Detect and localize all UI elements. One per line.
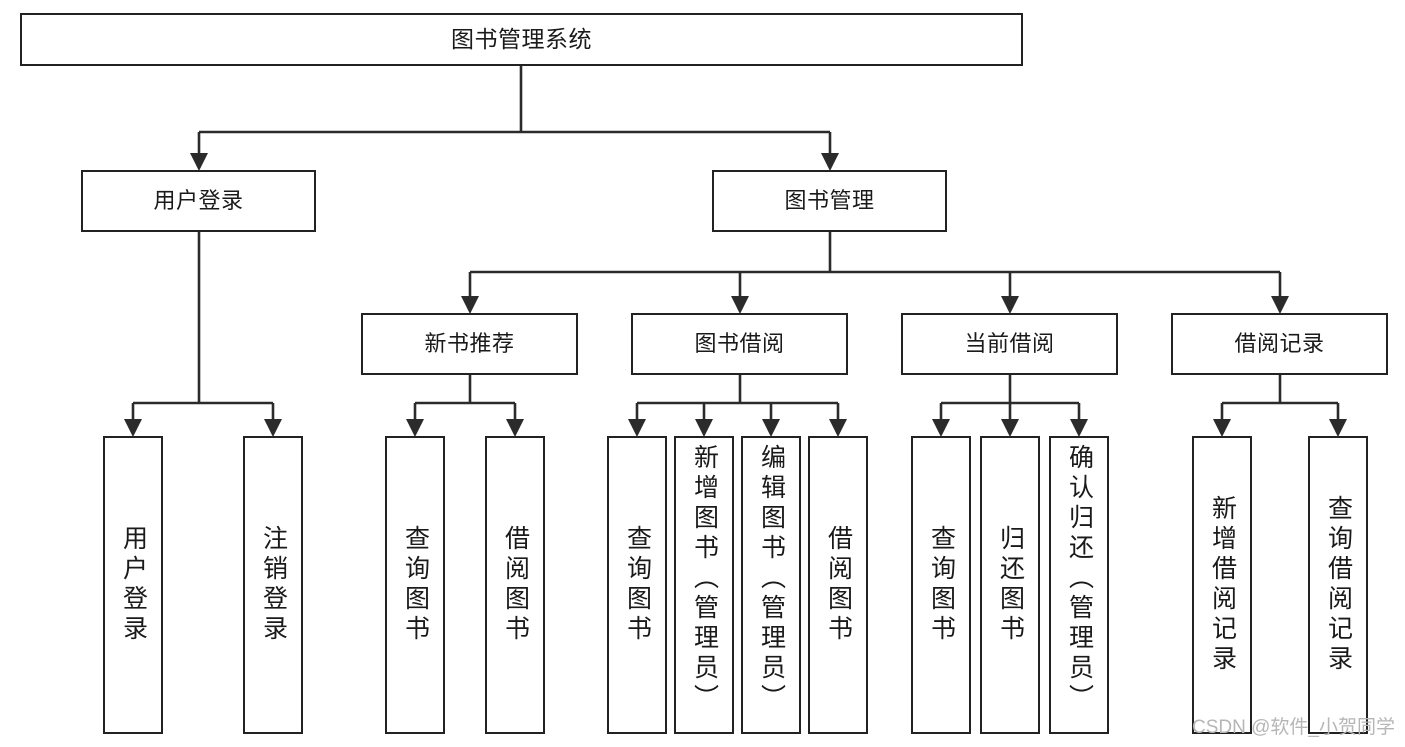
node-leaf-confirm-return-admin[interactable]: 确认归还（管理员）	[1049, 436, 1109, 734]
node-label: 归还图书	[996, 525, 1025, 645]
node-label: 查询图书	[623, 525, 652, 645]
node-label: 新增借阅记录	[1208, 495, 1237, 675]
node-borrow-record[interactable]: 借阅记录	[1171, 313, 1388, 375]
node-label: 借阅记录	[1234, 331, 1325, 357]
node-leaf-edit-book-admin[interactable]: 编辑图书（管理员）	[741, 436, 801, 734]
node-label: 图书管理系统	[451, 26, 592, 53]
node-current-borrow[interactable]: 当前借阅	[901, 313, 1118, 375]
watermark-text: CSDN @软件_小贺同学	[1192, 717, 1395, 738]
node-leaf-add-book-admin[interactable]: 新增图书（管理员）	[674, 436, 734, 734]
node-label: 新增图书（管理员）	[690, 444, 719, 714]
node-label: 用户登录	[153, 188, 244, 214]
node-leaf-query-book-current[interactable]: 查询图书	[911, 436, 971, 734]
node-leaf-query-book[interactable]: 查询图书	[607, 436, 667, 734]
node-label: 注销登录	[259, 525, 288, 645]
node-user-login[interactable]: 用户登录	[81, 170, 316, 232]
node-book-management[interactable]: 图书管理	[712, 170, 947, 232]
node-label: 图书管理	[784, 188, 875, 214]
node-label: 确认归还（管理员）	[1065, 444, 1094, 714]
node-label: 用户登录	[119, 525, 148, 645]
node-label: 查询图书	[401, 525, 430, 645]
node-new-book-recommend[interactable]: 新书推荐	[361, 313, 578, 375]
node-leaf-query-borrow-record[interactable]: 查询借阅记录	[1308, 436, 1368, 734]
node-label: 当前借阅	[964, 331, 1055, 357]
node-root-system[interactable]: 图书管理系统	[20, 13, 1023, 66]
node-leaf-user-login[interactable]: 用户登录	[103, 436, 163, 734]
node-leaf-add-borrow-record[interactable]: 新增借阅记录	[1192, 436, 1252, 734]
node-label: 借阅图书	[824, 525, 853, 645]
node-label: 借阅图书	[501, 525, 530, 645]
node-label: 新书推荐	[424, 331, 515, 357]
node-label: 查询借阅记录	[1324, 495, 1353, 675]
node-book-borrow[interactable]: 图书借阅	[631, 313, 848, 375]
node-label: 编辑图书（管理员）	[757, 444, 786, 714]
node-leaf-borrow-book-recommend[interactable]: 借阅图书	[485, 436, 545, 734]
node-label: 查询图书	[927, 525, 956, 645]
node-leaf-query-book-recommend[interactable]: 查询图书	[385, 436, 445, 734]
node-leaf-borrow-book[interactable]: 借阅图书	[808, 436, 868, 734]
node-leaf-return-book[interactable]: 归还图书	[980, 436, 1040, 734]
node-label: 图书借阅	[694, 331, 785, 357]
node-leaf-logout[interactable]: 注销登录	[243, 436, 303, 734]
